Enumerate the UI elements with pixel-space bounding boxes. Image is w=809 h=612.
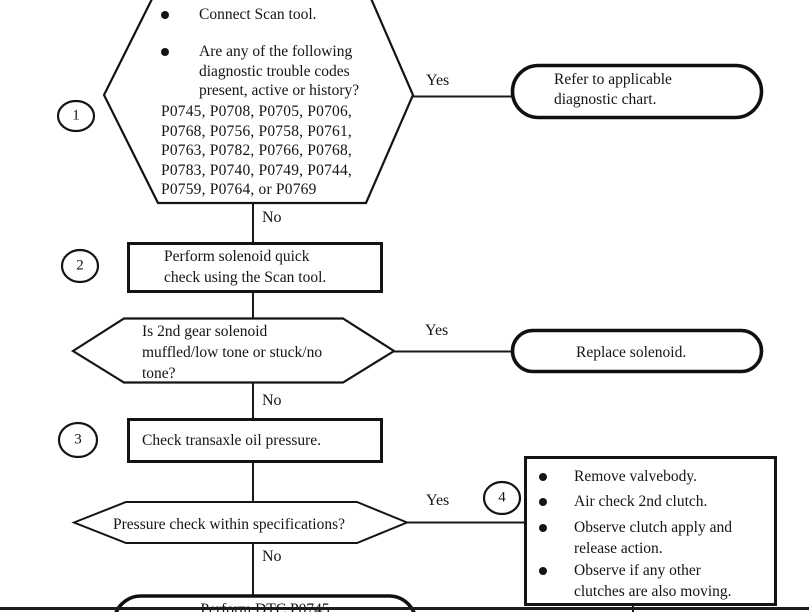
branch-label-yes-3: Yes xyxy=(426,492,450,509)
terminator-oval-replace-solenoid xyxy=(510,328,764,374)
bullet-icon xyxy=(539,498,547,506)
solenoid-tone-question-text: Is 2nd gear solenoid muffled/low tone or… xyxy=(142,323,323,382)
step-circle-1 xyxy=(56,99,96,133)
solenoid-quick-check-text: Perform solenoid quick check using the S… xyxy=(164,248,327,286)
step-circle-3 xyxy=(57,421,99,459)
bullet-icon xyxy=(161,48,169,56)
process-rect-solenoid-check xyxy=(127,242,383,293)
pressure-question-text: Pressure check within specifications? xyxy=(113,516,345,533)
dtc-question-text: Are any of the following diagnostic trou… xyxy=(199,43,360,99)
scan-tool-bullet-text: Connect Scan tool. xyxy=(199,6,317,23)
step-circle-4 xyxy=(482,480,522,516)
refer-chart-text: Refer to applicable diagnostic chart. xyxy=(554,71,672,108)
terminator-oval-refer-chart xyxy=(510,63,764,120)
decision-hexagon-tone xyxy=(70,317,397,384)
connector-lines xyxy=(252,95,634,612)
replace-solenoid-text: Replace solenoid. xyxy=(576,344,687,361)
valvebody-step-2: Air check 2nd clutch. xyxy=(574,493,708,510)
bullet-icon xyxy=(539,473,547,481)
valvebody-step-4: Observe if any other clutches are also m… xyxy=(574,562,732,600)
step-number-1: 1 xyxy=(72,107,80,124)
decision-hexagon-pressure xyxy=(71,501,410,544)
action-box-valvebody xyxy=(524,456,777,606)
branch-label-no-1: No xyxy=(262,209,282,226)
step-number-4: 4 xyxy=(498,489,506,506)
valvebody-step-1: Remove valvebody. xyxy=(574,468,697,485)
process-rect-oil-pressure xyxy=(127,418,383,463)
branch-label-yes-2: Yes xyxy=(425,322,449,339)
perform-dtc-text: Perform DTC P0745 xyxy=(114,600,416,612)
page-bottom-rule xyxy=(0,607,809,610)
step-number-3: 3 xyxy=(74,431,82,448)
branch-label-no-3: No xyxy=(262,548,282,565)
decision-hexagon-dtc xyxy=(102,0,415,205)
branch-label-no-2: No xyxy=(262,392,282,409)
step-number-2: 2 xyxy=(76,257,84,274)
dtc-codes-list: P0745, P0708, P0705, P0706, P0768, P0756… xyxy=(161,103,353,198)
bullet-icon xyxy=(539,524,547,532)
step-circle-2 xyxy=(60,248,100,284)
bullet-icon xyxy=(539,567,547,575)
valvebody-step-3: Observe clutch apply and release action. xyxy=(574,519,732,557)
branch-label-yes-1: Yes xyxy=(426,72,450,89)
bullet-icon xyxy=(161,11,169,19)
check-oil-pressure-text: Check transaxle oil pressure. xyxy=(142,432,322,449)
